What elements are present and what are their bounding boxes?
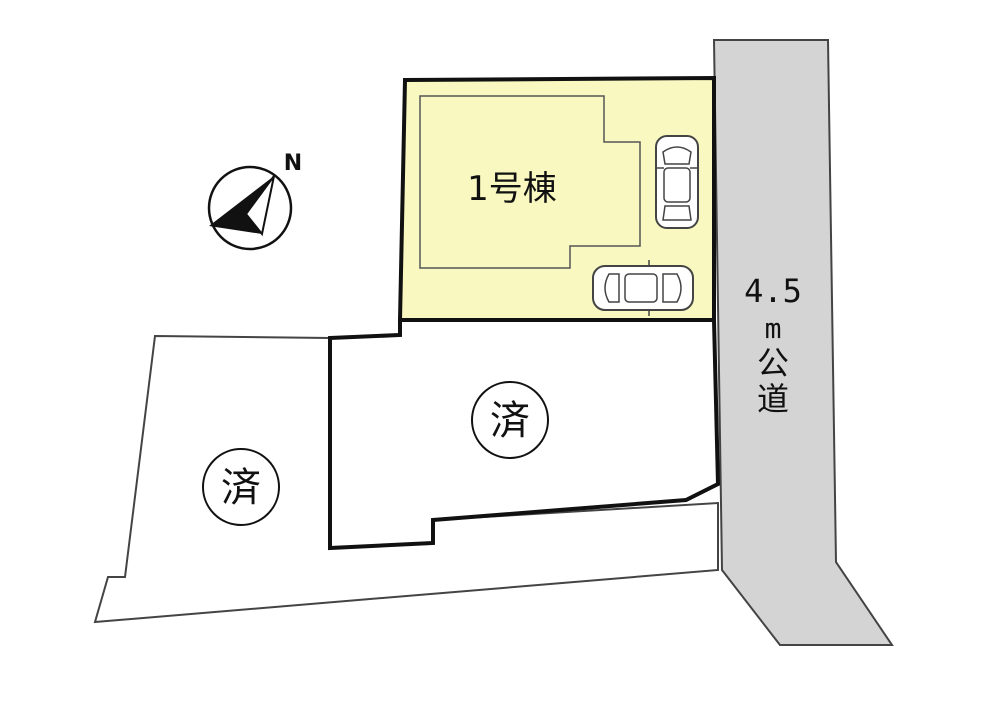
road-label: 4.5 m 公 道 bbox=[744, 272, 802, 418]
compass-icon bbox=[207, 165, 293, 251]
road-type-1: 公 bbox=[757, 344, 789, 382]
sold-label: 済 bbox=[490, 398, 530, 444]
sold-marker: 済 bbox=[202, 448, 280, 526]
building-label: 1号棟 bbox=[467, 169, 557, 209]
car-icon bbox=[592, 260, 694, 316]
north-label: N bbox=[284, 151, 302, 176]
compass: N bbox=[207, 151, 302, 251]
public-road bbox=[712, 39, 894, 646]
lot-building-1 bbox=[397, 75, 716, 322]
road-type-2: 道 bbox=[757, 380, 789, 418]
sold-label: 済 bbox=[221, 465, 261, 511]
road-width: 4.5 bbox=[744, 272, 802, 310]
car-icon bbox=[655, 135, 699, 229]
house-footprint bbox=[419, 95, 641, 269]
sold-marker: 済 bbox=[471, 381, 549, 459]
road-unit: m bbox=[765, 312, 782, 345]
